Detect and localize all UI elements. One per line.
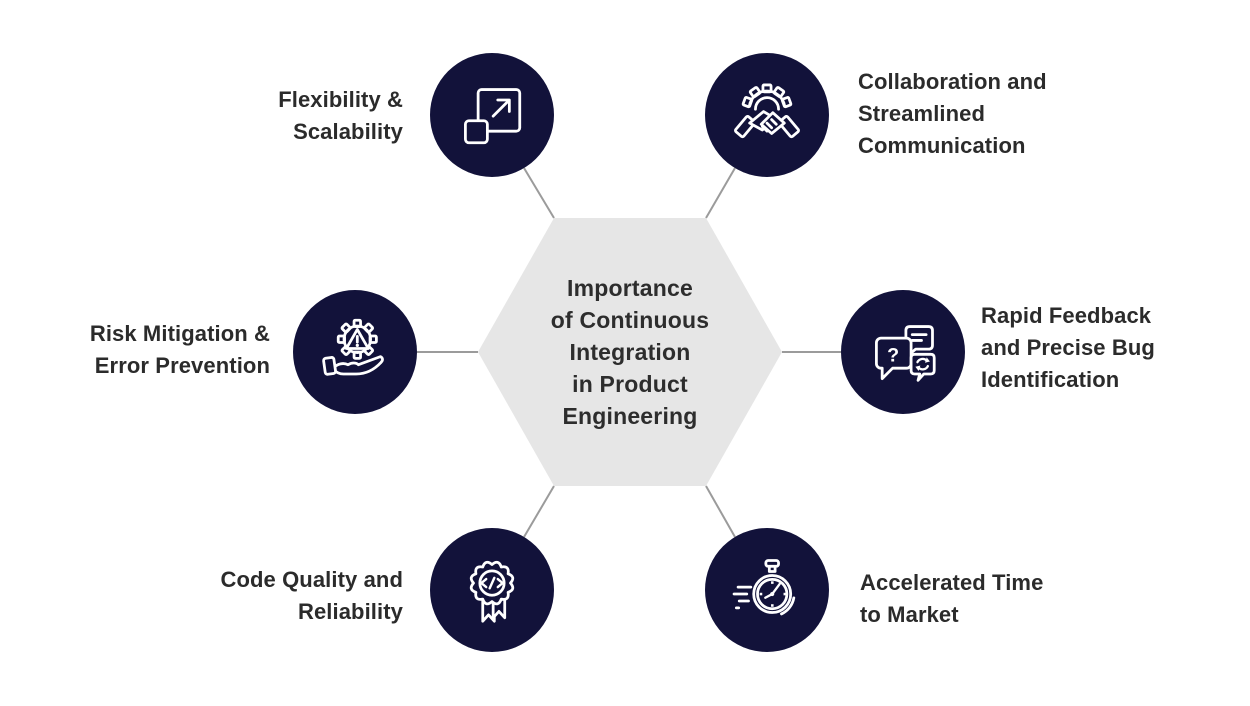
- hexagon-title: Importance of Continuous Integration in …: [480, 272, 780, 432]
- node-collaboration-communication: [705, 53, 829, 177]
- hexagon-title-line: of Continuous: [550, 307, 710, 333]
- label-line: Code Quality and: [220, 567, 403, 592]
- label-line: and Precise Bug: [981, 335, 1155, 360]
- label-line: Scalability: [293, 119, 403, 144]
- hexagon-title-line: in Product: [572, 371, 688, 397]
- scale-expand-icon: [464, 88, 522, 145]
- connector-top-left: [523, 167, 555, 219]
- node-risk-mitigation-error-prevention: [293, 290, 417, 414]
- node-code-quality-reliability: [430, 528, 554, 652]
- label-line: Flexibility &: [278, 87, 403, 112]
- label-line: to Market: [860, 602, 959, 627]
- hexagon-title-line: Engineering: [562, 403, 698, 429]
- label-rapid-feedback-bug-identification: Rapid Feedback and Precise Bug Identific…: [981, 300, 1155, 396]
- label-line: Streamlined: [858, 101, 986, 126]
- label-code-quality-reliability: Code Quality and Reliability: [220, 564, 403, 628]
- connector-bottom-left: [523, 485, 555, 538]
- label-flexibility-scalability: Flexibility & Scalability: [278, 84, 403, 148]
- label-line: Error Prevention: [94, 353, 270, 378]
- label-accelerated-time-to-market: Accelerated Time to Market: [860, 567, 1043, 631]
- node-accelerated-time-to-market: [705, 528, 829, 652]
- label-line: Risk Mitigation &: [89, 321, 270, 346]
- chat-bubbles-sync-icon: ?: [875, 325, 936, 382]
- node-rapid-feedback-bug-identification: ?: [841, 290, 965, 414]
- label-line: Communication: [858, 133, 1026, 158]
- hexagon-shape: [478, 218, 782, 486]
- label-line: Rapid Feedback: [981, 303, 1152, 328]
- svg-text:?: ?: [887, 344, 899, 366]
- hexagon-title-line: Importance: [567, 275, 693, 301]
- code-quality-badge-icon: [469, 560, 515, 623]
- connector-top-right: [705, 167, 736, 219]
- label-collaboration-communication: Collaboration and Streamlined Communicat…: [858, 66, 1047, 162]
- speed-stopwatch-icon: [732, 559, 796, 616]
- label-line: Accelerated Time: [860, 570, 1044, 595]
- label-line: Identification: [981, 367, 1120, 392]
- hand-warning-gear-icon: [322, 318, 384, 376]
- label-risk-mitigation-error-prevention: Risk Mitigation & Error Prevention: [90, 318, 270, 382]
- connector-bottom-right: [705, 485, 736, 538]
- hexagon-title-line: Integration: [569, 339, 691, 365]
- label-line: Collaboration and: [858, 69, 1047, 94]
- label-line: Reliability: [297, 599, 403, 624]
- handshake-gear-icon: [734, 83, 800, 139]
- node-flexibility-scalability: [430, 53, 554, 177]
